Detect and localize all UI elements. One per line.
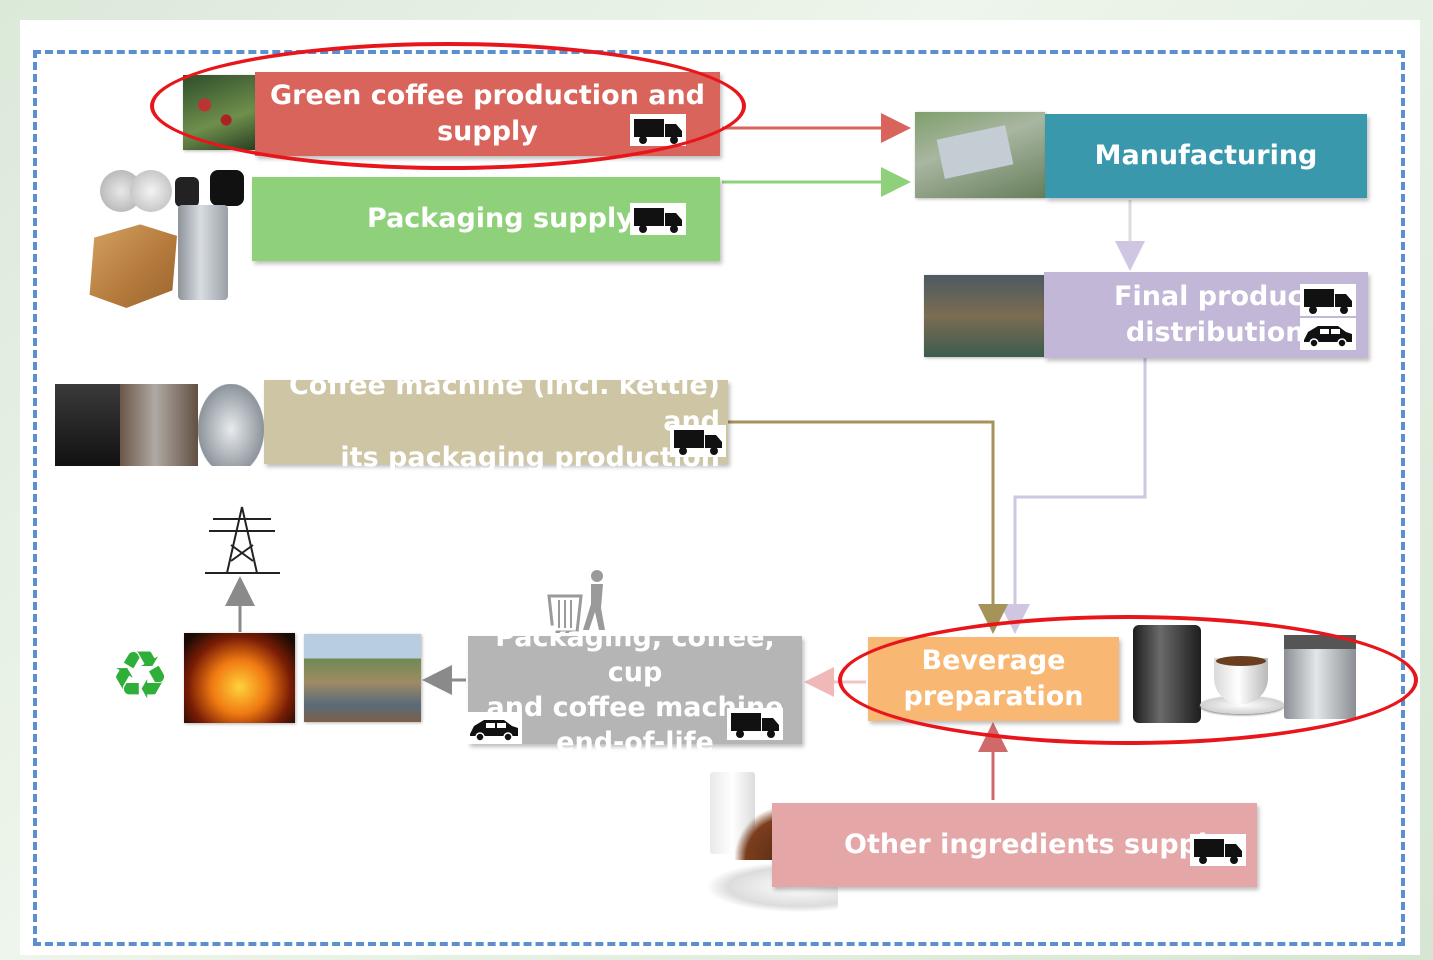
truck-icon: [630, 203, 686, 235]
car-icon: [1300, 318, 1356, 350]
node-coffee-machine: Coffee machine (incl. kettle) and its pa…: [264, 370, 728, 473]
truck-icon: [1190, 834, 1246, 866]
node-manufacturing-label: Manufacturing: [1094, 140, 1318, 171]
car-icon: [466, 712, 522, 744]
highlight-beverage-prep: [838, 615, 1418, 745]
espresso-machine-photo: [120, 384, 198, 466]
node-end-of-life-label: Packaging, coffee, cup and coffee machin…: [486, 622, 784, 758]
node-final-distribution-label: Final product distribution: [1114, 281, 1317, 348]
node-packaging-supply: Packaging supply: [252, 177, 720, 261]
arrow-distribution-to-beverage: [1000, 358, 1147, 634]
factory-aerial-photo: [915, 112, 1045, 198]
truck-icon: [1300, 284, 1356, 316]
landfill-photo: [304, 634, 421, 722]
arrow-coffee-machine-to-beverage: [728, 420, 1008, 634]
truck-icon: [727, 708, 783, 740]
system-boundary: [33, 50, 1405, 946]
coffee-maker-photo: [55, 384, 120, 466]
node-other-ingredients: Other ingredients supply: [772, 803, 1257, 887]
node-coffee-machine-label: Coffee machine (incl. kettle) and its pa…: [288, 370, 720, 473]
kettle-photo: [198, 384, 264, 466]
node-end-of-life: Packaging, coffee, cup and coffee machin…: [468, 622, 802, 758]
highlight-green-coffee: [150, 42, 746, 170]
trash-icon: [547, 570, 605, 633]
cardboard-box-photo: [89, 224, 177, 308]
node-packaging-supply-label: Packaging supply: [367, 203, 634, 234]
node-manufacturing: Manufacturing: [1045, 114, 1367, 198]
recycle-icon: ♻: [110, 637, 170, 714]
power-pylon-icon: [205, 506, 280, 574]
incinerator-photo: [184, 633, 295, 723]
coffee-capsules-photo: [100, 165, 250, 215]
truck-icon: [670, 425, 726, 457]
warehouse-photo: [924, 275, 1044, 357]
node-other-ingredients-label: Other ingredients supply: [844, 829, 1225, 860]
foil-bag-photo: [178, 205, 228, 300]
